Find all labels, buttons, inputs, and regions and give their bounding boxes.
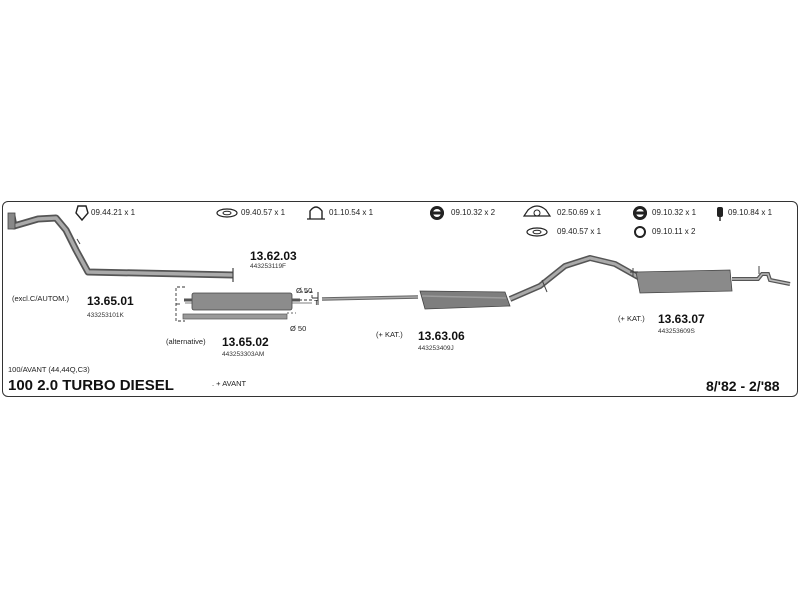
clamp-ring-icon xyxy=(75,205,89,222)
part-number: 13.63.07 xyxy=(658,312,705,326)
rear-muffler xyxy=(630,266,791,294)
alternative-straight-pipe xyxy=(182,312,296,320)
part-number: 13.65.02 xyxy=(222,335,269,349)
rubber-mount-icon xyxy=(430,206,444,220)
middle-muffler xyxy=(419,290,511,310)
rubber-ring-icon xyxy=(634,226,646,238)
fitting-label: 02.50.69 x 1 xyxy=(557,208,602,217)
flange-clamp-icon xyxy=(522,205,552,217)
fitting-label: 09.10.11 x 2 xyxy=(652,227,696,236)
part-note: (alternative) xyxy=(166,337,206,346)
fitting-label: 09.10.32 x 2 xyxy=(451,208,496,217)
t-marker: T xyxy=(314,298,319,307)
part-note: (+ KAT.) xyxy=(376,330,403,339)
fitting-label: 09.10.84 x 1 xyxy=(728,208,773,217)
year-range: 8/'82 - 2/'88 xyxy=(706,378,780,394)
model-code: 100/AVANT (44,44Q,C3) xyxy=(8,365,90,374)
oem-number: 443253119F xyxy=(250,263,287,270)
u-bolt-clamp-icon xyxy=(307,206,325,220)
rear-connecting-pipe xyxy=(508,255,642,302)
gasket-oval-icon xyxy=(526,227,548,237)
fitting-label: 01.10.54 x 1 xyxy=(329,208,374,217)
avant-note: . + AVANT xyxy=(212,379,247,388)
part-number: 13.65.01 xyxy=(87,294,134,308)
fitting-label: 09.10.32 x 1 xyxy=(652,208,697,217)
fitting-label: 09.40.57 x 1 xyxy=(241,208,286,217)
middle-pipe xyxy=(321,295,419,301)
front-downpipe xyxy=(7,212,234,282)
part-number: 13.62.03 xyxy=(250,249,297,263)
fitting-label: 09.44.21 x 1 xyxy=(91,208,136,217)
diameter-label: Ø 50 xyxy=(296,286,313,295)
oem-number: 443253303AM xyxy=(222,351,265,358)
oem-number: 443253609S xyxy=(658,328,695,335)
oem-number: 443253409J xyxy=(418,345,454,352)
rubber-hanger-icon xyxy=(717,207,723,221)
front-muffler-assembly xyxy=(175,286,319,322)
fitting-label: 09.40.57 x 1 xyxy=(557,227,602,236)
part-number: 13.63.06 xyxy=(418,329,465,343)
part-note: (excl.C/AUTOM.) xyxy=(12,294,69,303)
model-title: 100 2.0 TURBO DIESEL xyxy=(8,377,174,394)
oem-number: 433253101K xyxy=(87,312,124,319)
diameter-label: Ø 50 xyxy=(290,324,307,333)
gasket-oval-icon xyxy=(216,208,238,218)
rubber-mount-icon xyxy=(633,206,647,220)
part-note: (+ KAT.) xyxy=(618,314,645,323)
